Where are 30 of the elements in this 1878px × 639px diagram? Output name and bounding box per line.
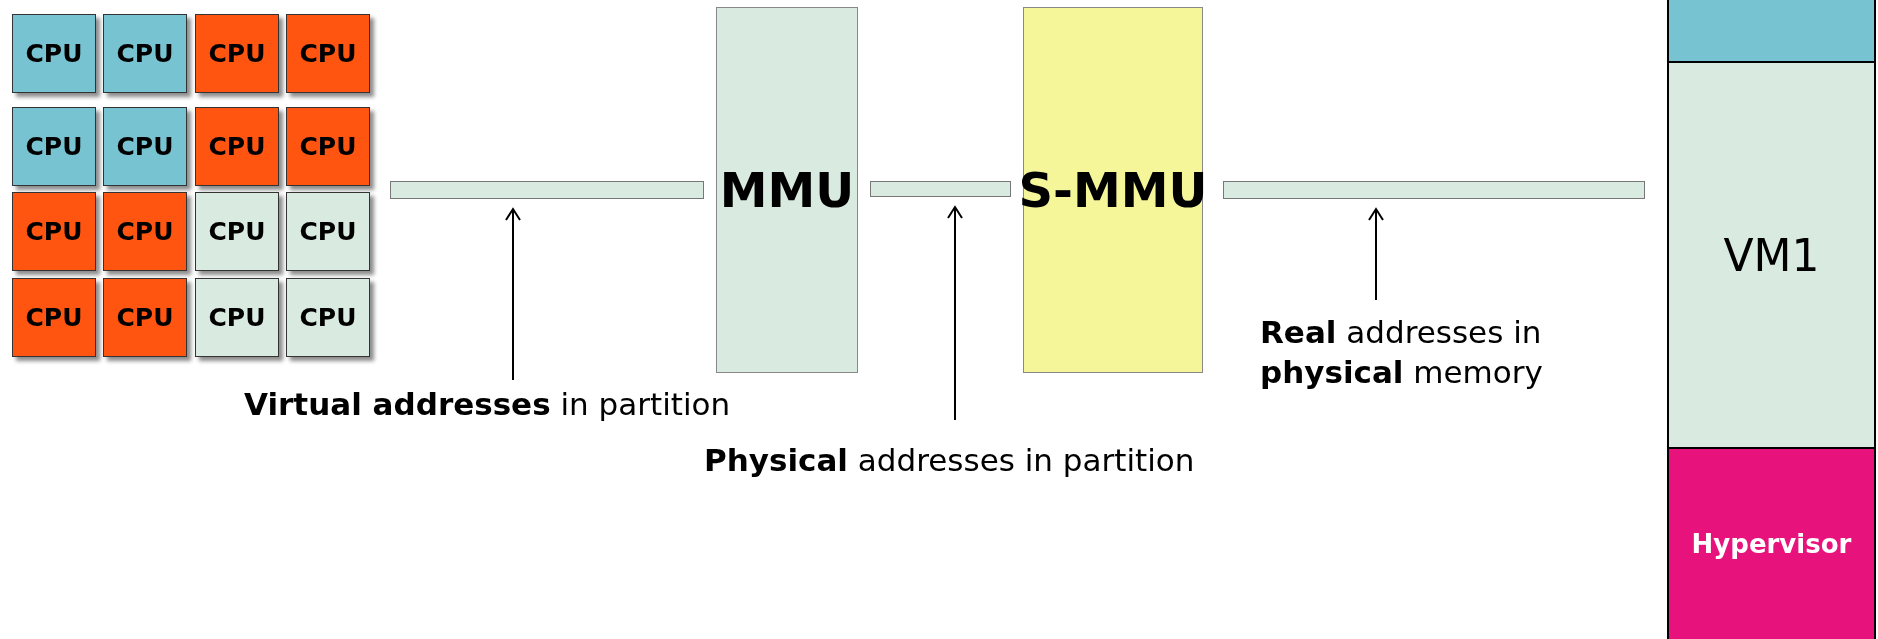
memory-region xyxy=(1667,0,1876,63)
address-label: Real addresses in physical memory xyxy=(1260,312,1660,402)
leader-arrow xyxy=(1368,208,1384,301)
bus-bar xyxy=(870,181,1011,197)
mmu-block: MMU xyxy=(716,7,858,373)
address-label: Physical addresses in partition xyxy=(704,440,1344,488)
cpu-box: CPU xyxy=(195,278,279,357)
cpu-box: CPU xyxy=(286,192,370,271)
bus-bar xyxy=(390,181,704,199)
cpu-box: CPU xyxy=(195,107,279,186)
leader-arrow xyxy=(505,208,521,381)
bus-bar xyxy=(1223,181,1645,199)
smmu-block: S-MMU xyxy=(1023,7,1203,373)
cpu-box: CPU xyxy=(12,14,96,93)
memory-region: VM1 xyxy=(1667,61,1876,449)
cpu-box: CPU xyxy=(195,14,279,93)
cpu-box: CPU xyxy=(12,107,96,186)
cpu-box: CPU xyxy=(12,278,96,357)
cpu-box: CPU xyxy=(286,14,370,93)
leader-arrow xyxy=(947,206,963,421)
cpu-box: CPU xyxy=(195,192,279,271)
address-label: Virtual addresses in partition xyxy=(244,384,864,432)
cpu-box: CPU xyxy=(103,278,187,357)
cpu-box: CPU xyxy=(103,107,187,186)
cpu-box: CPU xyxy=(12,192,96,271)
cpu-box: CPU xyxy=(103,192,187,271)
cpu-box: CPU xyxy=(286,107,370,186)
cpu-box: CPU xyxy=(103,14,187,93)
memory-region: Hypervisor xyxy=(1667,447,1876,639)
cpu-box: CPU xyxy=(286,278,370,357)
